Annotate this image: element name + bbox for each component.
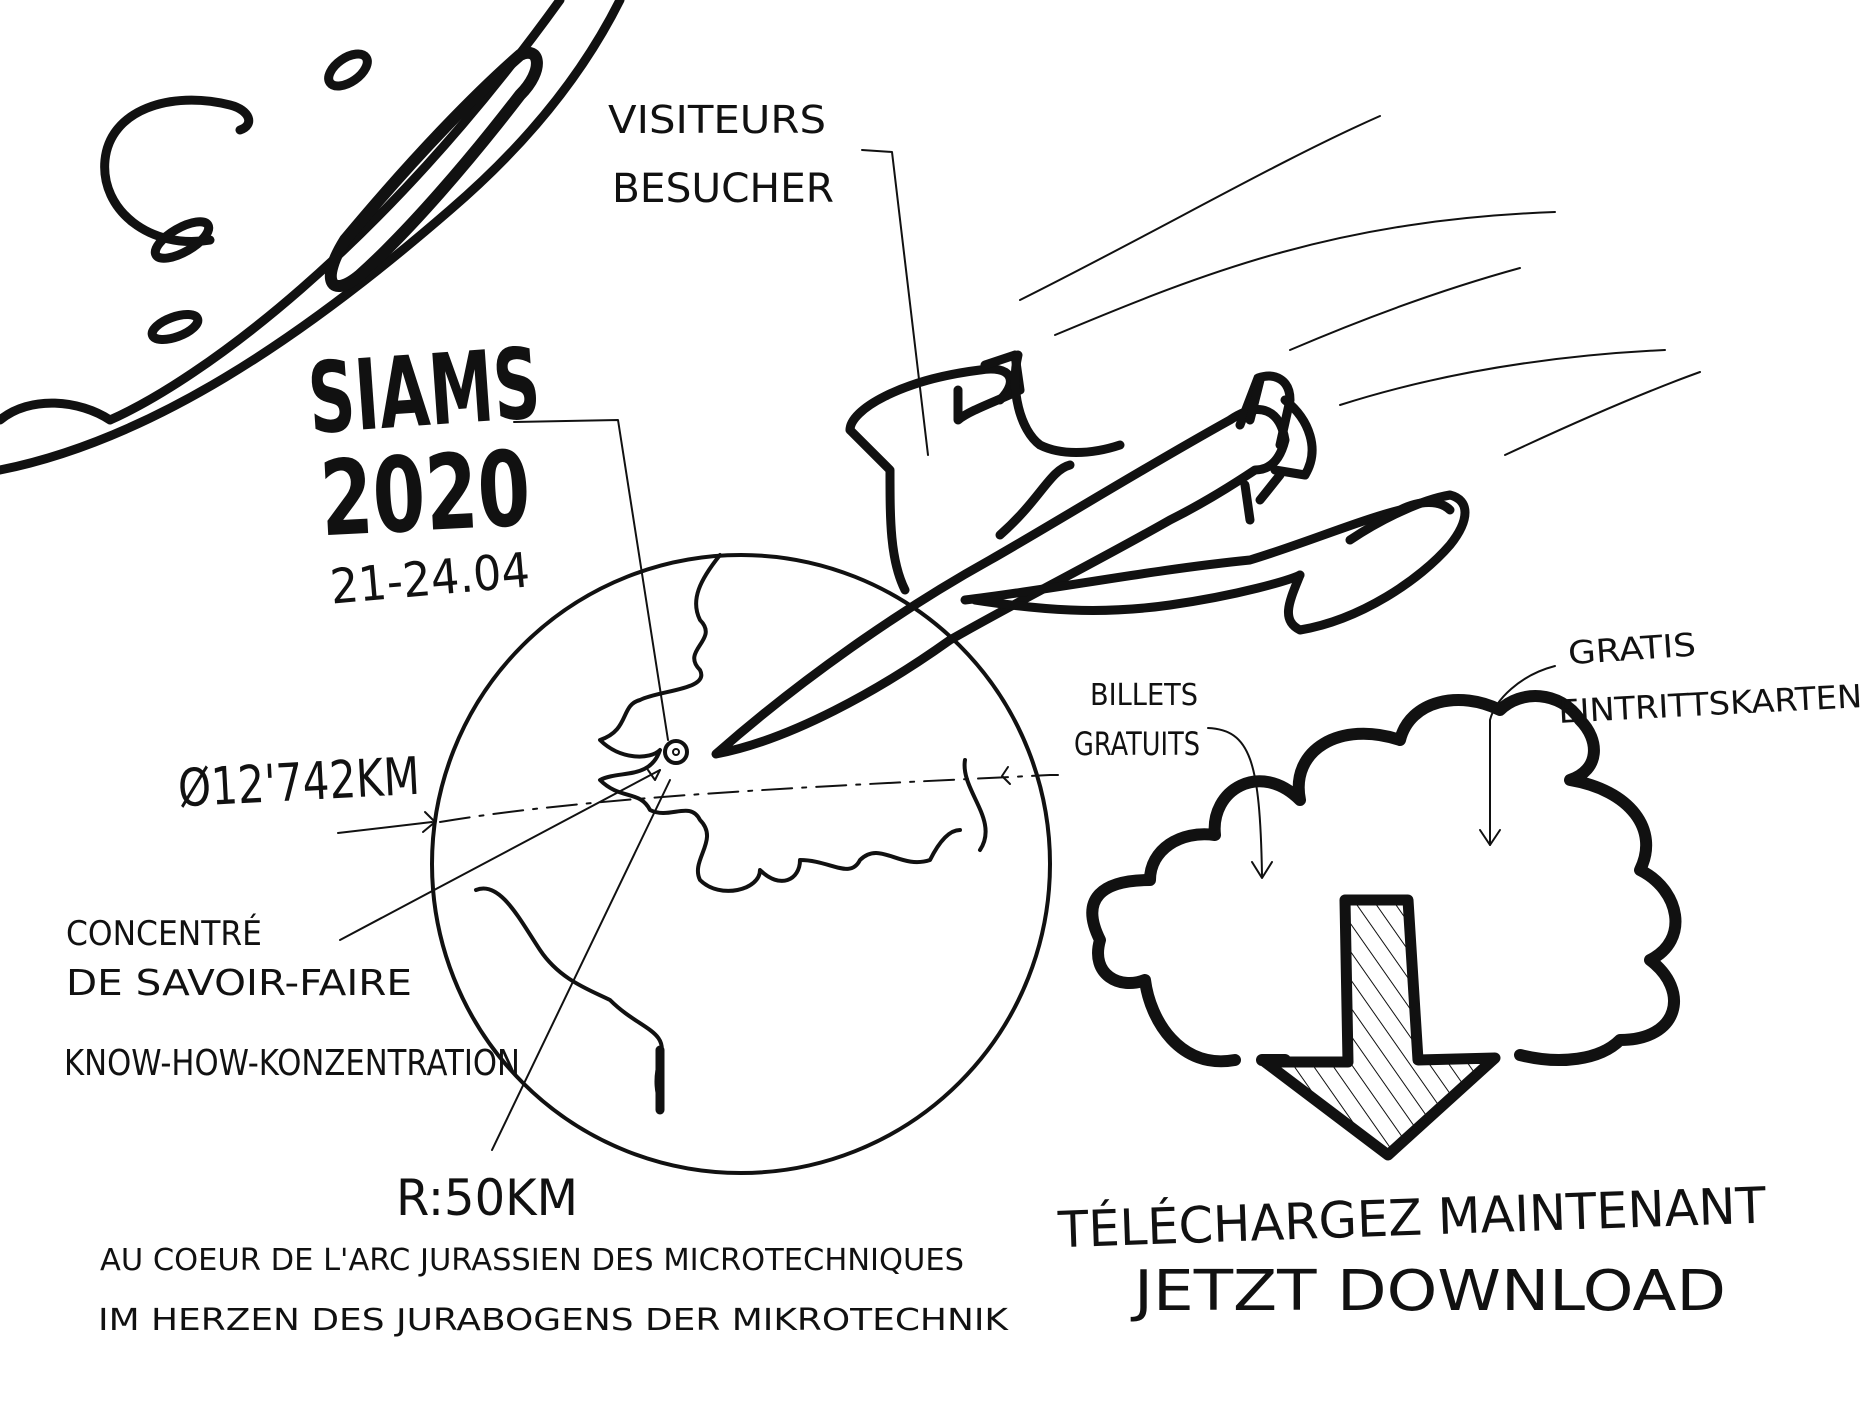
arc-label-de: IM HERZEN DES JURABOGENS DER MIKROTECHNI… xyxy=(98,1303,1010,1338)
download-label-de: JETZT DOWNLOAD xyxy=(1131,1259,1726,1324)
tickets-label-fr-2: GRATUITS xyxy=(1074,725,1200,763)
event-year: 2020 xyxy=(317,428,533,561)
visitors-label-de: BESUCHER xyxy=(612,166,834,212)
concentration-label-fr-2: DE SAVOIR-FAIRE xyxy=(66,963,412,1004)
earth-globe-icon xyxy=(337,553,1059,1175)
tickets-label-de-2: EINTRITTSKARTEN xyxy=(1557,677,1863,731)
concentration-label-de: KNOW-HOW-KONZENTRATION xyxy=(64,1043,520,1084)
radius-label: r:50km xyxy=(396,1169,578,1227)
event-name: SIAMS xyxy=(304,327,543,457)
visitors-label-fr: VISITEURS xyxy=(608,98,826,142)
diameter-label: Ø12'742km xyxy=(176,747,421,820)
leader-lines xyxy=(339,149,1556,1151)
event-title: SIAMS 2020 21-24.04 xyxy=(304,327,543,616)
moon-icon xyxy=(0,0,625,475)
cloud-download-icon xyxy=(1086,690,1682,1161)
airplane-icon xyxy=(711,115,1701,759)
tickets-label-de-1: GRATIS xyxy=(1567,625,1697,672)
concentration-label-fr-1: CONCENTRÉ xyxy=(66,913,262,954)
tickets-label-fr-1: BILLETS xyxy=(1090,678,1198,713)
download-label-fr: TÉLÉCHARGEZ MAINTENANT xyxy=(1056,1176,1767,1260)
arc-label-fr: AU COEUR DE L'ARC JURASSIEN DES MICROTEC… xyxy=(100,1243,964,1278)
